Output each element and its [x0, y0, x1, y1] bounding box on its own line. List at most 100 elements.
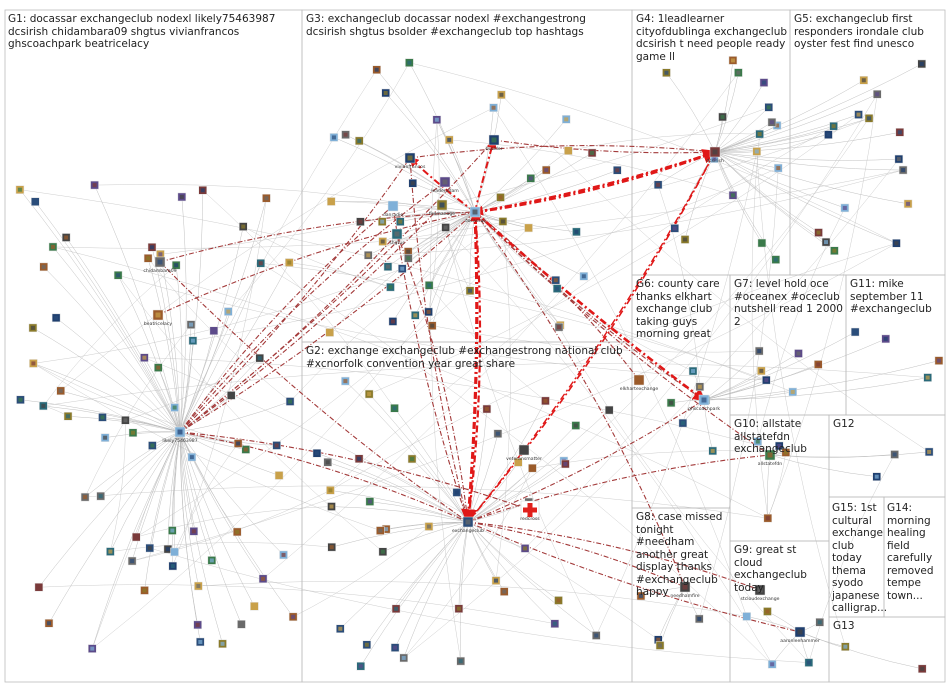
edge — [714, 63, 922, 153]
node-thumbnail — [381, 88, 390, 98]
edge — [714, 80, 864, 153]
node-thumbnail — [742, 612, 751, 621]
node-thumbnail — [924, 447, 934, 457]
node-thumbnail — [554, 596, 563, 605]
node-thumbnail — [98, 413, 107, 422]
edge — [376, 69, 476, 213]
edge — [657, 184, 701, 387]
edge — [467, 463, 566, 523]
node-thumbnail — [424, 307, 433, 317]
node-hub — [154, 256, 166, 268]
edge — [105, 431, 181, 438]
edge — [179, 324, 192, 433]
edge — [699, 168, 779, 619]
edge — [228, 62, 410, 312]
node-thumbnail — [895, 128, 905, 137]
edge — [757, 207, 845, 442]
edge — [43, 265, 177, 407]
node-thumbnail — [48, 242, 58, 252]
edge — [714, 151, 819, 233]
edge — [289, 262, 391, 288]
node-thumbnail — [814, 228, 823, 237]
node-thumbnail — [363, 250, 373, 260]
node-thumbnail — [364, 389, 374, 399]
edge — [179, 262, 290, 433]
node-thumbnail — [327, 542, 336, 552]
node-thumbnail — [312, 448, 322, 458]
edge — [144, 357, 659, 640]
node-thumbnail — [465, 286, 475, 295]
edge-heavy — [409, 145, 716, 159]
edge — [395, 521, 469, 609]
node-thumbnail — [354, 454, 364, 464]
group-label-g13: G13 — [833, 620, 855, 632]
edge — [92, 431, 181, 649]
node-hub — [518, 444, 530, 456]
node-thumbnail — [378, 237, 387, 246]
edge — [751, 134, 768, 519]
node-thumbnail — [140, 586, 149, 595]
node-thumbnail — [497, 90, 506, 100]
edge — [172, 431, 181, 567]
node-hub — [391, 228, 403, 240]
node-thumbnail — [424, 281, 434, 290]
edge — [260, 263, 767, 381]
node-thumbnail — [613, 165, 622, 175]
edge — [192, 167, 779, 341]
node-thumbnail — [365, 497, 375, 506]
edge — [167, 431, 181, 550]
node-thumbnail — [396, 217, 405, 226]
edge — [330, 490, 469, 523]
node-thumbnail — [187, 452, 197, 462]
edge — [52, 246, 768, 519]
node-thumbnail — [128, 428, 138, 437]
node-thumbnail — [763, 513, 773, 523]
node-thumbnail — [564, 146, 573, 155]
edge — [179, 198, 267, 433]
edge-heavy — [467, 453, 771, 523]
node-thumbnail — [15, 185, 25, 194]
node-thumbnail — [154, 363, 163, 372]
edge — [467, 460, 565, 523]
edge — [262, 72, 739, 579]
node-thumbnail — [326, 486, 335, 495]
edge — [714, 151, 909, 205]
node-thumbnail — [61, 233, 71, 242]
edge — [474, 150, 569, 213]
node-hub — [794, 626, 806, 638]
group-label-g3: G3: exchangeclub docassar nodexl #exchan… — [306, 13, 586, 38]
edge — [38, 431, 181, 588]
node-thumbnail — [923, 373, 932, 382]
node-thumbnail — [864, 114, 874, 123]
node-thumbnail — [196, 637, 205, 647]
node-label: leaderadam — [431, 188, 459, 194]
node-thumbnail — [757, 238, 767, 248]
edge — [767, 454, 771, 519]
edge — [345, 134, 476, 213]
node-thumbnail — [491, 576, 501, 585]
node-thumbnail — [670, 224, 679, 233]
node-label: bsolder — [485, 146, 502, 152]
node-thumbnail — [762, 375, 771, 385]
group-box-g1 — [4, 9, 303, 683]
node-thumbnail — [872, 472, 881, 481]
edge — [714, 82, 765, 153]
node-hub — [754, 584, 766, 596]
node-thumbnail — [148, 441, 157, 450]
node-thumbnail — [587, 148, 597, 158]
node-thumbnail — [841, 642, 850, 651]
edge — [38, 584, 555, 624]
edge-strong — [474, 211, 707, 402]
node-thumbnail — [388, 317, 398, 326]
node-thumbnail — [917, 664, 927, 674]
node-thumbnail — [262, 193, 271, 203]
edge — [714, 151, 835, 251]
node-thumbnail — [143, 254, 153, 263]
node-hub — [436, 199, 448, 211]
edge — [52, 246, 181, 433]
edge — [474, 152, 593, 213]
node-thumbnail — [894, 154, 904, 164]
edge — [84, 431, 181, 498]
edge — [360, 521, 469, 667]
node-thumbnail — [552, 284, 562, 293]
